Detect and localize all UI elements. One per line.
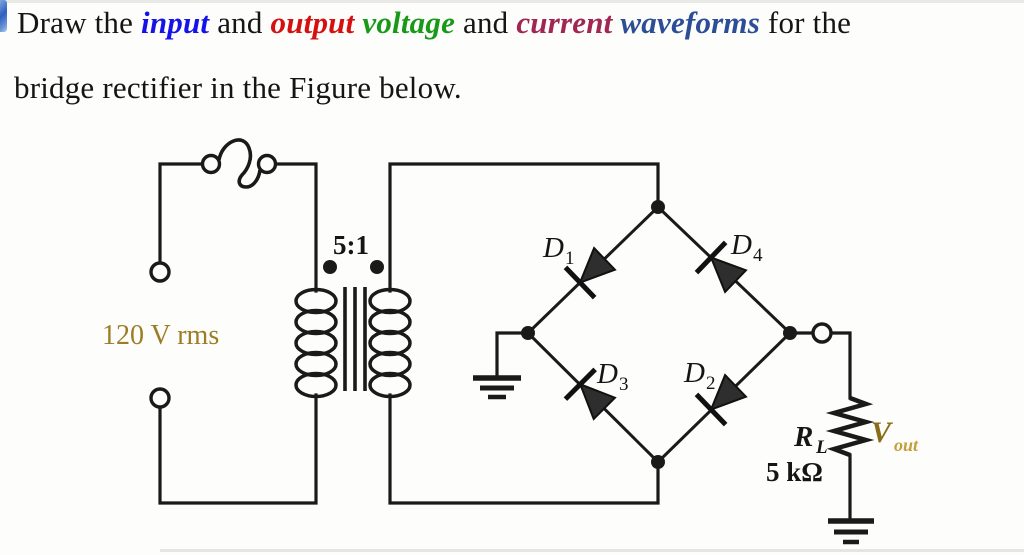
wire-fuse-to-primary [274,162,318,293]
ground-icon-left [473,375,521,400]
wire-ground-left [495,331,530,378]
output-voltage-label-sub: out [894,435,919,455]
question-text: Draw the input and output voltage and cu… [14,5,1007,103]
bridge-node-bottom [651,455,665,469]
diode-d4 [694,240,748,294]
frame-bottom-edge [160,549,1024,552]
diode-label-d2-sub: 2 [706,373,716,394]
load-resistor-label: R [793,421,813,453]
bridge-node-top [651,200,665,214]
title-word-plain: Draw the [17,5,142,40]
load-resistor-value: 5 kΩ [766,457,823,487]
diode-label-d1-sub: 1 [565,248,575,269]
diode-label-d1: D [542,232,564,264]
source-terminal-top [149,261,171,283]
diode-label-d3-sub: 3 [619,374,629,395]
secondary-coil [368,287,412,399]
title-word-plain: for the [759,5,852,40]
title-word-input: input [141,5,210,40]
title-word-waveforms: waveforms [620,5,760,40]
wire-secondary-top [388,162,660,293]
wire-terminal-to-resistor [829,331,852,400]
output-voltage-label: V [871,416,894,449]
transformer-core [343,287,367,391]
diode-d2 [694,373,748,427]
wire-source-top [158,162,204,265]
diode-d1 [563,246,617,300]
diode-label-d2: D [683,357,705,389]
diode-d3 [563,367,617,421]
load-resistor [825,395,875,458]
slide-bullet-fragment-icon [0,0,7,32]
primary-coil [294,287,338,399]
diode-label-d3: D [596,358,618,390]
phasing-dot-secondary [370,260,384,274]
bridge-node-left [521,326,535,340]
source-terminal-bottom [149,387,171,409]
phasing-dot-primary [323,260,337,274]
load-resistor-label-sub: L [815,437,828,458]
title-word-output: output [270,5,355,40]
transformer [294,260,412,399]
source-label: 120 V rms [102,320,219,351]
diode-label-d4-sub: 4 [753,245,763,266]
title-word-plain: and [209,5,271,40]
title-word-plain: and [455,5,517,40]
transformer-ratio-label: 5:1 [333,230,369,260]
wire-secondary-bottom [388,393,660,505]
question-text-line2: bridge rectifier in the Figure below. [14,70,462,105]
fuse-icon [200,138,278,189]
wire-source-bottom [158,393,318,505]
ground-icon-right [828,518,874,545]
title-word-current: current [516,5,613,40]
title-word-voltage: voltage [362,5,456,40]
bridge-node-right [783,326,797,340]
frame-top-edge [0,0,1024,3]
output-terminal [811,322,833,344]
diode-label-d4: D [730,229,752,261]
